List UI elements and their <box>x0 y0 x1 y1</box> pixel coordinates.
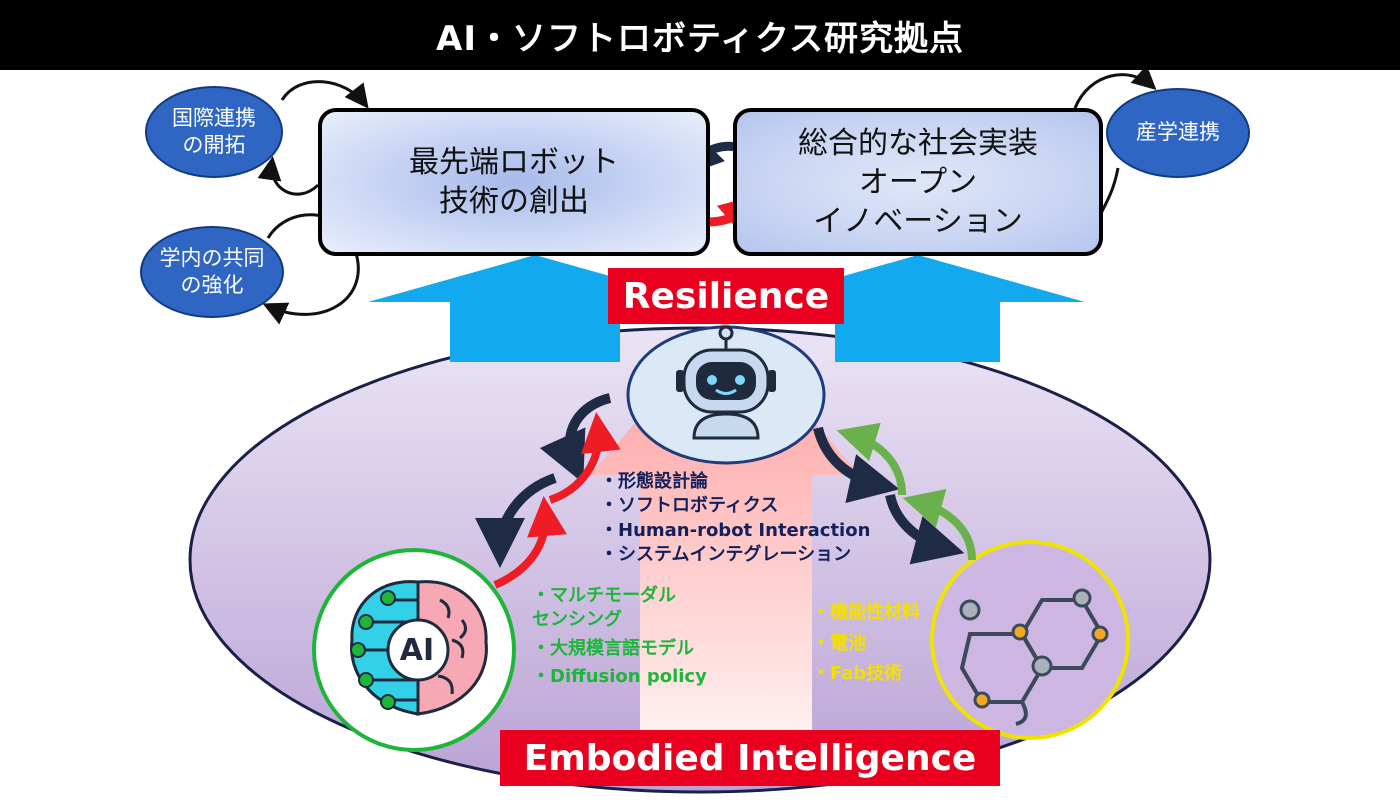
list-item: ・大規模言語モデル <box>532 637 694 659</box>
industry-academia-bubble: 産学連携 <box>1106 88 1250 178</box>
list-item: ・Fab技術 <box>812 663 903 685</box>
robot-icon <box>676 325 776 440</box>
cycle-arrow-red-2 <box>548 412 621 504</box>
cutting-edge-robot-box: 最先端ロボット 技術の創出 <box>318 108 710 256</box>
internal-line1: 学内の共同 <box>159 245 265 270</box>
page-title: AI・ソフトロボティクス研究拠点 <box>0 0 1400 70</box>
list-item: ・形態設計論 <box>600 471 708 492</box>
ai-list: ・マルチモーダル センシング ・大規模言語モデル ・Diffusion poli… <box>532 584 707 689</box>
cycle-arrow-navy-4 <box>885 493 965 565</box>
robotics-list: ・形態設計論 ・ソフトロボティクス ・Human-robot Interacti… <box>600 470 870 567</box>
box-right-line1: 総合的な社会実装 <box>798 125 1038 161</box>
list-item: ・Human-robot Interaction <box>600 519 871 541</box>
ai-icon-label: AI <box>399 632 435 668</box>
cycle-arrow-red-1 <box>493 496 567 589</box>
social-implementation-box: 総合的な社会実装 オープン イノベーション <box>733 108 1103 256</box>
molecule-icon <box>959 588 1109 726</box>
ai-brain-icon <box>350 580 488 716</box>
box-right-line3: イノベーション <box>813 203 1023 239</box>
cycle-arrow-navy-1 <box>539 393 612 484</box>
list-item: ・Diffusion policy <box>532 665 707 687</box>
list-item: ・機能性材料 <box>812 602 920 623</box>
box-right-line2: オープン <box>858 164 978 200</box>
cycle-arrow-navy-2 <box>475 473 557 568</box>
international-collaboration-bubble: 国際連携 の開拓 <box>145 86 283 178</box>
list-item: ・ソフトロボティクス <box>600 495 779 517</box>
internal-collaboration-bubble: 学内の共同 の強化 <box>140 226 284 318</box>
loop-arrow-international-back <box>257 156 320 196</box>
international-line1: 国際連携 <box>172 105 256 130</box>
loop-arrow-international <box>280 80 369 109</box>
cycle-arrow-green-1 <box>902 488 976 561</box>
list-item: ・電池 <box>812 632 866 654</box>
embodied-intelligence-label: Embodied Intelligence <box>500 730 1000 786</box>
loop-arrow-internal-back <box>262 249 360 325</box>
loop-arrow-industry <box>1073 65 1157 109</box>
internal-line2: の強化 <box>180 273 244 297</box>
list-item: センシング <box>532 609 622 631</box>
list-item: ・マルチモーダル <box>532 585 676 606</box>
box-left-line1: 最先端ロボット <box>409 145 619 180</box>
cycle-arrow-green-2 <box>836 422 906 496</box>
list-item: ・システムインテグレーション <box>600 543 852 565</box>
box-left-line2: 技術の創出 <box>439 184 589 219</box>
cycle-arrow-navy-3 <box>813 426 900 503</box>
resilience-label: Resilience <box>608 268 844 324</box>
materials-list: ・機能性材料 ・電池 ・Fab技術 <box>812 598 920 690</box>
international-line2: の開拓 <box>182 133 246 157</box>
